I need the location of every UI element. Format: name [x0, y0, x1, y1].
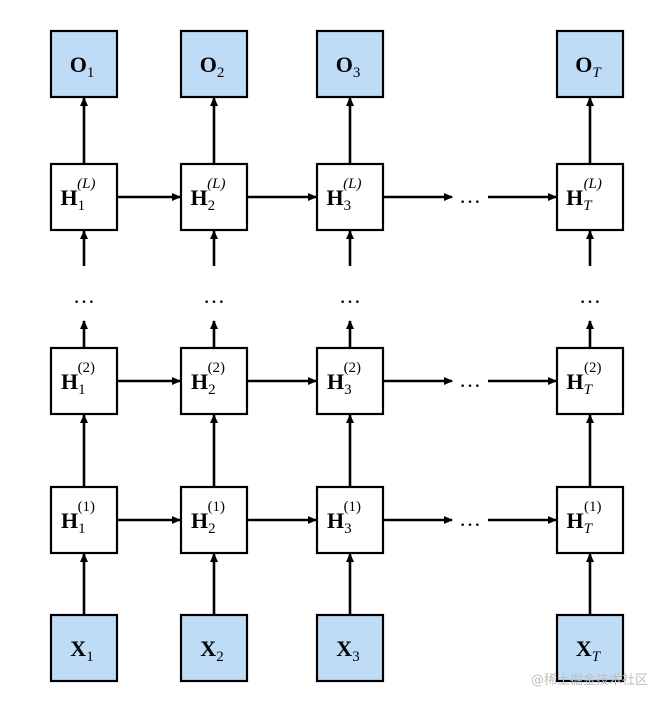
hidden-label-l-t: HT(L) [566, 176, 602, 214]
output-label-t: OT [575, 52, 602, 81]
horizontal-ellipsis-2: … [459, 367, 481, 392]
hidden-box-2-t [555, 346, 625, 416]
output-box-1 [49, 29, 119, 99]
output-label-1: O1 [70, 52, 95, 81]
output-box-2 [179, 29, 249, 99]
hidden-label-l-2: H2(L) [191, 176, 226, 214]
hidden-label-1-3: H3(1) [327, 499, 361, 537]
hidden-box-1-2 [179, 485, 249, 555]
hidden-label-l-1: H1(L) [61, 176, 96, 214]
horizontal-ellipsis-l: … [459, 183, 481, 208]
hidden-label-2-t: HT(2) [567, 360, 602, 398]
hidden-box-2-3 [315, 346, 385, 416]
hidden-box-l-1 [49, 162, 119, 232]
hidden-label-1-1: H1(1) [61, 499, 95, 537]
hidden-box-1-3 [315, 485, 385, 555]
vertical-ellipsis-2: … [203, 283, 225, 308]
edges-layer [80, 97, 594, 615]
hidden-box-l-3 [315, 162, 385, 232]
output-box-3 [315, 29, 385, 99]
output-box-t [555, 29, 625, 99]
hidden-box-1-t [555, 485, 625, 555]
output-label-3: O3 [336, 52, 361, 81]
input-label-3: X3 [336, 636, 359, 665]
vertical-ellipsis-3: … [339, 283, 361, 308]
hidden-label-2-2: H2(2) [191, 360, 225, 398]
hidden-label-2-1: H1(2) [61, 360, 95, 398]
hidden-box-2-2 [179, 346, 249, 416]
hidden-box-2-1 [49, 346, 119, 416]
input-box-t [555, 613, 625, 683]
watermark: @稀土掘金技术社区 [530, 673, 648, 688]
hidden-box-l-2 [179, 162, 249, 232]
hidden-label-2-3: H3(2) [327, 360, 361, 398]
output-label-2: O2 [200, 52, 225, 81]
ellipsis-layer: … … … … … … … [73, 183, 601, 531]
hidden-box-1-1 [49, 485, 119, 555]
input-label-1: X1 [70, 636, 93, 665]
input-box-1 [49, 613, 119, 683]
hidden-label-1-t: HT(1) [567, 499, 602, 537]
input-label-2: X2 [200, 636, 223, 665]
horizontal-ellipsis-1: … [459, 506, 481, 531]
hidden-label-1-2: H2(1) [191, 499, 225, 537]
input-box-3 [315, 613, 385, 683]
hidden-box-l-t [555, 162, 625, 232]
hidden-label-l-3: H3(L) [327, 176, 362, 214]
input-label-t: XT [576, 636, 602, 665]
input-box-2 [179, 613, 249, 683]
vertical-ellipsis-1: … [73, 283, 95, 308]
vertical-ellipsis-t: … [579, 283, 601, 308]
